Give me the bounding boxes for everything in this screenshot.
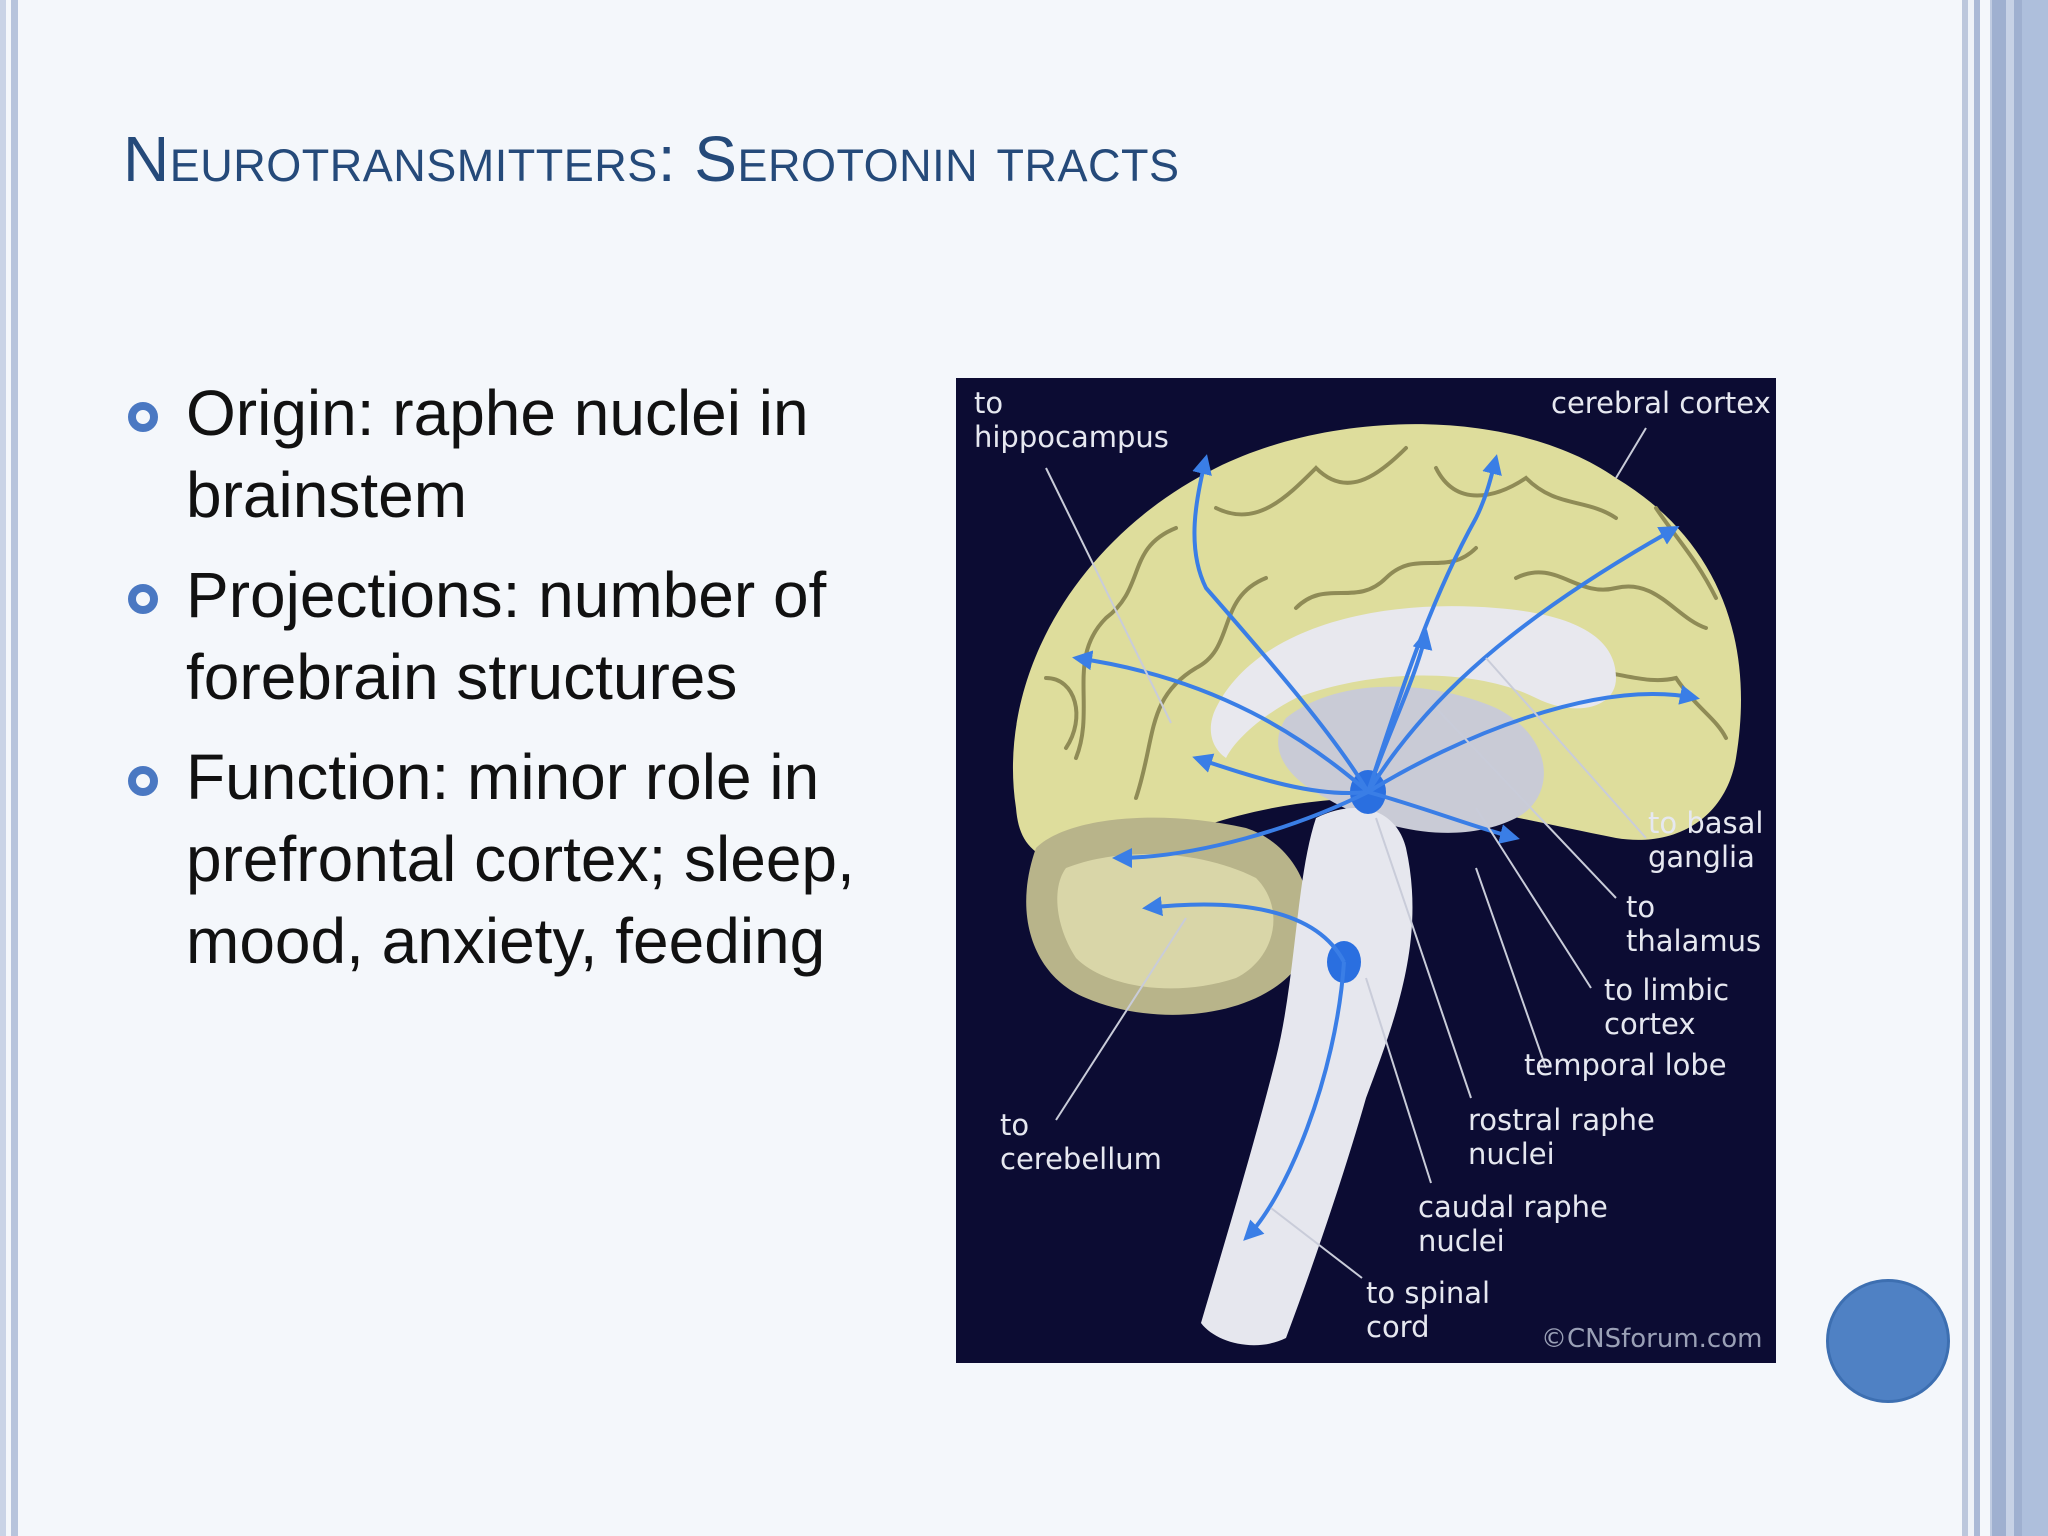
label-to-limbic-cortex: to limbic cortex <box>1604 973 1730 1041</box>
bullet-list: Origin: raphe nuclei in brainstem Projec… <box>128 372 928 1000</box>
bullet-circle-icon <box>128 584 158 614</box>
brainstem-shape <box>1201 808 1413 1346</box>
label-to-spinal-cord: to spinal cord <box>1366 1276 1491 1344</box>
thalamus-region <box>1278 686 1544 833</box>
label-temporal-lobe: temporal lobe <box>1524 1048 1727 1082</box>
bullet-item: Projections: number of forebrain structu… <box>128 554 928 718</box>
label-caudal-raphe-nuclei: caudal raphe nuclei <box>1418 1190 1608 1258</box>
bullet-item: Origin: raphe nuclei in brainstem <box>128 372 928 536</box>
label-to-thalamus: to thalamus <box>1626 890 1762 958</box>
brain-illustration <box>1012 424 1741 1346</box>
bullet-circle-icon <box>128 766 158 796</box>
label-cerebral-cortex: cerebral cortex <box>1551 386 1771 420</box>
right-border-stripe <box>2006 0 2014 1536</box>
corpus-callosum <box>1210 606 1616 758</box>
bullet-circle-icon <box>128 402 158 432</box>
label-to-cerebellum: to cerebellum <box>1000 1108 1162 1176</box>
bullet-text: Function: minor role in prefrontal corte… <box>186 741 855 977</box>
bullet-text: Projections: number of forebrain structu… <box>186 559 827 713</box>
gyri-lines <box>1044 446 1728 800</box>
bullet-item: Function: minor role in prefrontal corte… <box>128 736 928 982</box>
copyright-text: ©CNSforum.com <box>1541 1324 1763 1354</box>
left-border <box>0 0 18 1536</box>
slide-title: Neurotransmitters: Serotonin tracts <box>123 123 1180 195</box>
label-to-basal-ganglia: to basal ganglia <box>1648 806 1764 874</box>
serotonin-pathways <box>1072 454 1700 1241</box>
serotonin-pathway-figure: to hippocampus cerebral cortex to basal … <box>956 378 1776 1363</box>
bullet-text: Origin: raphe nuclei in brainstem <box>186 377 809 531</box>
label-rostral-raphe-nuclei: rostral raphe nuclei <box>1468 1103 1655 1171</box>
right-border-stripe-outer <box>2022 0 2048 1536</box>
decorative-circle <box>1826 1279 1950 1403</box>
label-pointer-lines <box>1045 427 1647 1279</box>
right-border <box>1962 0 2048 1536</box>
label-to-hippocampus: to hippocampus <box>974 386 1169 454</box>
